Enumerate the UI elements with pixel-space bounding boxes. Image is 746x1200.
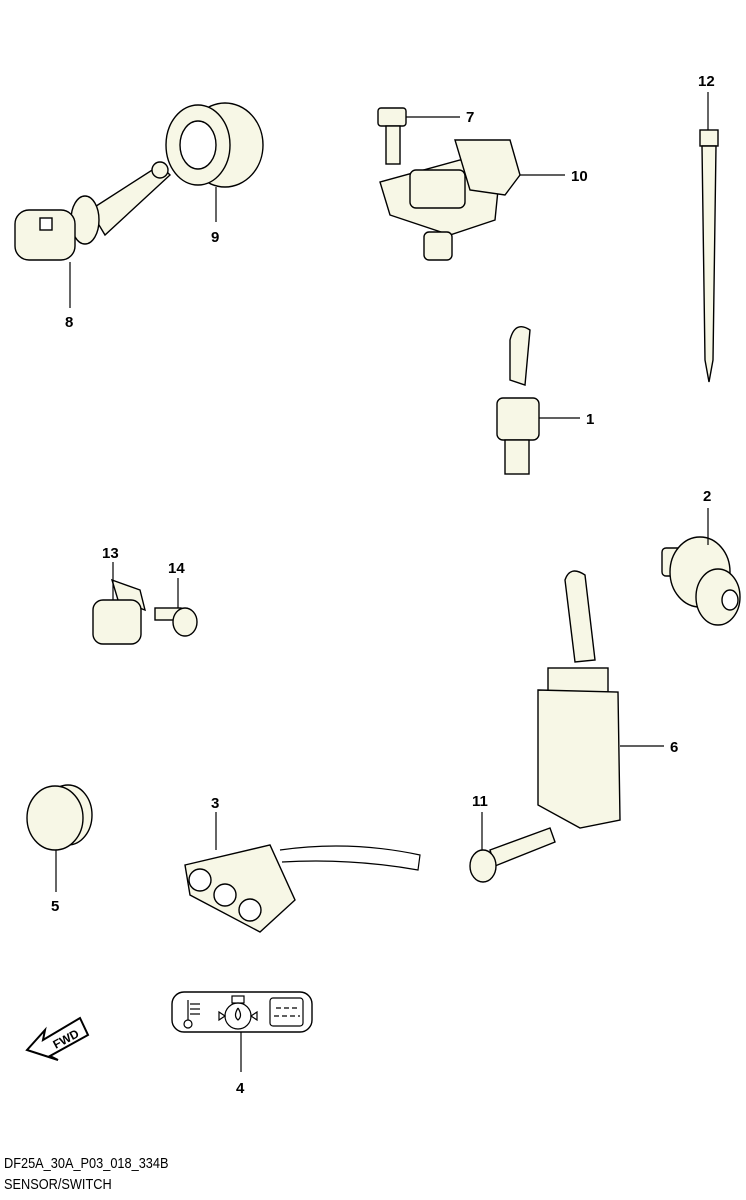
- callout-13: 13: [102, 545, 119, 562]
- part-4-label[interactable]: 4: [171, 991, 313, 1097]
- part-5-plug[interactable]: 5: [26, 784, 93, 915]
- callout-6: 6: [670, 739, 678, 756]
- callout-9: 9: [211, 229, 219, 246]
- part-9-grommet[interactable]: 9: [165, 102, 264, 246]
- part-7-bolt[interactable]: 7: [377, 107, 474, 165]
- callout-14: 14: [168, 560, 185, 577]
- part-1-sensor[interactable]: 1: [496, 326, 594, 475]
- callout-10: 10: [571, 168, 588, 185]
- callout-4: 4: [236, 1080, 245, 1097]
- callout-8: 8: [65, 314, 73, 331]
- oil-pressure-icon: [218, 995, 258, 1030]
- part-12-cable-tie[interactable]: 12: [698, 73, 719, 383]
- callout-3: 3: [211, 795, 219, 812]
- callout-11: 11: [472, 793, 488, 810]
- part-3-indicator[interactable]: 3: [184, 795, 421, 933]
- callout-5: 5: [51, 898, 59, 915]
- part-11-bolt[interactable]: 11: [469, 793, 556, 883]
- diagram-code: DF25A_30A_P03_018_334B: [4, 1155, 169, 1172]
- part-13-clamp[interactable]: 13: [92, 545, 147, 645]
- battery-charge-icon: [269, 997, 304, 1027]
- callout-7: 7: [466, 109, 474, 126]
- part-6-switch[interactable]: 6: [537, 570, 678, 829]
- callout-12: 12: [698, 73, 715, 90]
- callout-2: 2: [703, 488, 711, 505]
- callout-1: 1: [586, 411, 594, 428]
- fwd-arrow-icon: FWD: [25, 1016, 90, 1061]
- part-14-screw[interactable]: 14: [154, 560, 198, 637]
- part-10-sensor[interactable]: 10: [379, 139, 588, 261]
- diagram-title: SENSOR/SWITCH: [4, 1176, 112, 1193]
- temperature-icon: [183, 1000, 200, 1029]
- part-2-switch[interactable]: 2: [661, 488, 741, 626]
- part-8-sensor[interactable]: 8: [14, 161, 172, 331]
